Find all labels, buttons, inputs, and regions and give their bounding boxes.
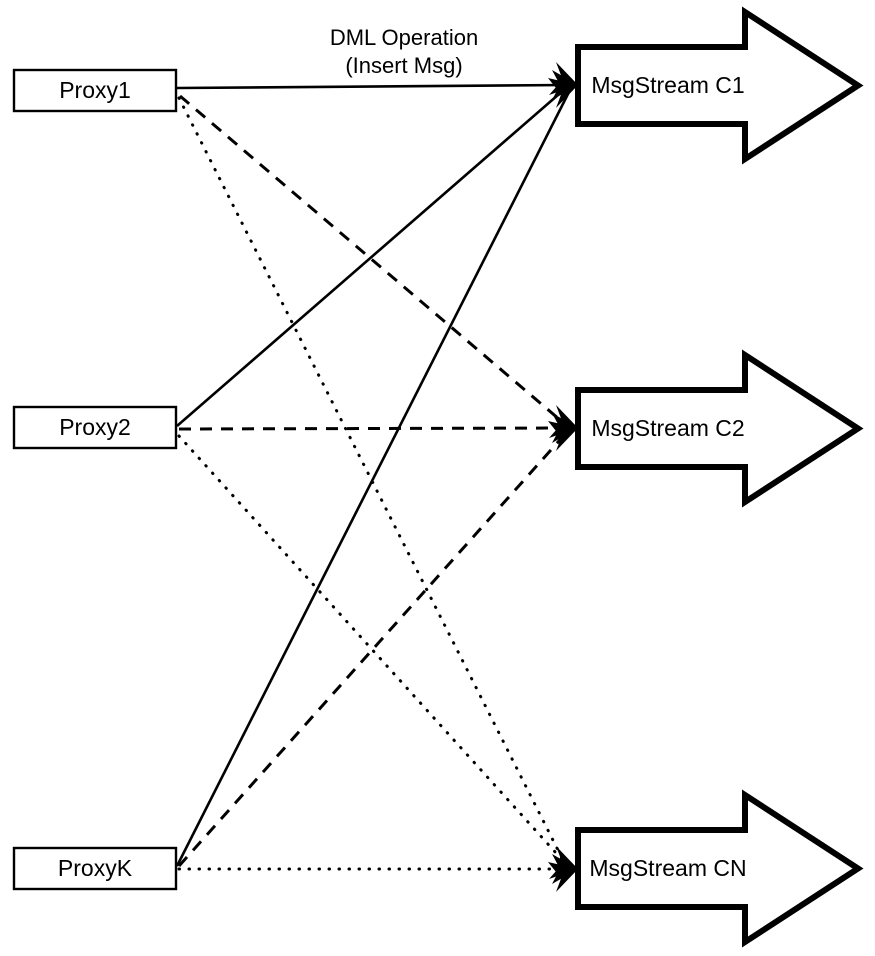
edge-caption-line1: DML Operation (330, 25, 478, 50)
stream-c1-label: MsgStream C1 (591, 72, 744, 98)
edge-proxyk-to-stream-c2 (177, 431, 569, 867)
edge-proxy2-to-stream-cn (177, 434, 568, 866)
edge-caption-line2: (Insert Msg) (345, 53, 462, 78)
proxy2-label: Proxy2 (59, 414, 131, 440)
stream-cn-arrow-shape[interactable] (575, 789, 864, 948)
stream-node-cn[interactable]: MsgStream CN (575, 789, 864, 948)
proxyk-box[interactable] (12, 846, 178, 891)
stream-c2-label: MsgStream C2 (591, 415, 744, 441)
edge-caption-dml: DML Operation (Insert Msg) (330, 25, 478, 78)
proxy-node-proxy1[interactable]: Proxy1 (12, 68, 178, 113)
stream-cn-label: MsgStream CN (589, 855, 746, 881)
arrowhead-stream-cn-icon (548, 846, 578, 892)
proxy1-box[interactable] (12, 68, 178, 113)
edge-proxy1-to-stream-c2 (179, 94, 567, 427)
proxy2-box[interactable] (12, 405, 178, 450)
proxy-node-proxy2[interactable]: Proxy2 (12, 405, 178, 450)
arrowhead-stream-c2-icon (548, 405, 578, 451)
stream-c1-arrow-shape[interactable] (575, 6, 864, 165)
arrowhead-stream-c1-icon (548, 62, 578, 108)
edge-proxyk-to-stream-c1 (175, 91, 571, 867)
arrowhead-layer (548, 62, 578, 892)
edge-proxy2-to-stream-c1 (176, 87, 567, 427)
proxyk-label: ProxyK (58, 855, 133, 881)
proxy-node-proxyk[interactable]: ProxyK (12, 846, 178, 891)
edge-layer (175, 83, 571, 871)
proxy1-label: Proxy1 (59, 77, 131, 103)
stream-c2-arrow-shape[interactable] (575, 349, 864, 508)
edge-proxy2-to-stream-c2 (178, 426, 567, 431)
stream-node-c1[interactable]: MsgStream C1 (575, 6, 864, 165)
stream-node-c2[interactable]: MsgStream C2 (575, 349, 864, 508)
edge-proxy1-to-stream-c1 (176, 83, 567, 90)
